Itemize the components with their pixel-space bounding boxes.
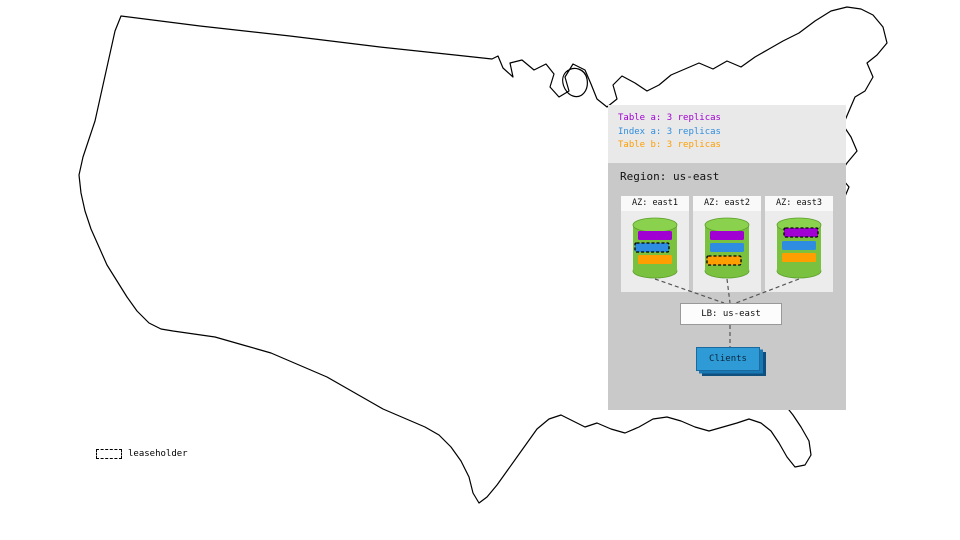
- leaseholder-legend: leaseholder: [96, 449, 188, 459]
- region-label: Region: us-east: [620, 170, 720, 183]
- replica-bar-index-a: [782, 241, 816, 250]
- az-label-east3: AZ: east3: [765, 196, 833, 211]
- leaseholder-bar-table-a: [783, 227, 819, 238]
- replica-bar-table-b: [782, 253, 816, 262]
- replica-legend: Table a: 3 replicas Index a: 3 replicas …: [608, 105, 846, 153]
- legend-line-table-a: Table a: 3 replicas: [618, 113, 721, 123]
- clients-front-layer: Clients: [696, 347, 760, 371]
- load-balancer-box: LB: us-east: [680, 303, 782, 325]
- diagram-panel: Table a: 3 replicas Index a: 3 replicas …: [608, 105, 846, 410]
- replica-bar-table-b: [638, 255, 672, 264]
- az-row: AZ: east1 AZ: east2: [621, 196, 833, 292]
- leaseholder-legend-label: leaseholder: [128, 449, 188, 459]
- replica-bar-index-a: [710, 243, 744, 252]
- replica-bar-table-a: [710, 231, 744, 240]
- region-box: Region: us-east AZ: east1 AZ: east2: [608, 163, 846, 410]
- leaseholder-bar-index-a: [634, 242, 670, 253]
- legend-line-index-a: Index a: 3 replicas: [618, 126, 721, 137]
- load-balancer-label: LB: us-east: [701, 309, 761, 319]
- clients-box: Clients: [696, 347, 766, 376]
- leaseholder-bar-table-b: [706, 255, 742, 266]
- database-cylinder-east2: [704, 217, 750, 279]
- replica-bar-table-a: [638, 231, 672, 240]
- az-box-east1: AZ: east1: [621, 196, 689, 292]
- database-cylinder-east3: [776, 217, 822, 279]
- az-label-east2: AZ: east2: [693, 196, 761, 211]
- cylinder-top: [632, 217, 678, 233]
- database-cylinder-east1: [632, 217, 678, 279]
- az-box-east3: AZ: east3: [765, 196, 833, 292]
- cylinder-top: [704, 217, 750, 233]
- az-label-east1: AZ: east1: [621, 196, 689, 211]
- az-box-east2: AZ: east2: [693, 196, 761, 292]
- legend-line-table-b: Table b: 3 replicas: [618, 140, 721, 150]
- leaseholder-swatch-icon: [96, 449, 122, 459]
- clients-label: Clients: [709, 354, 747, 364]
